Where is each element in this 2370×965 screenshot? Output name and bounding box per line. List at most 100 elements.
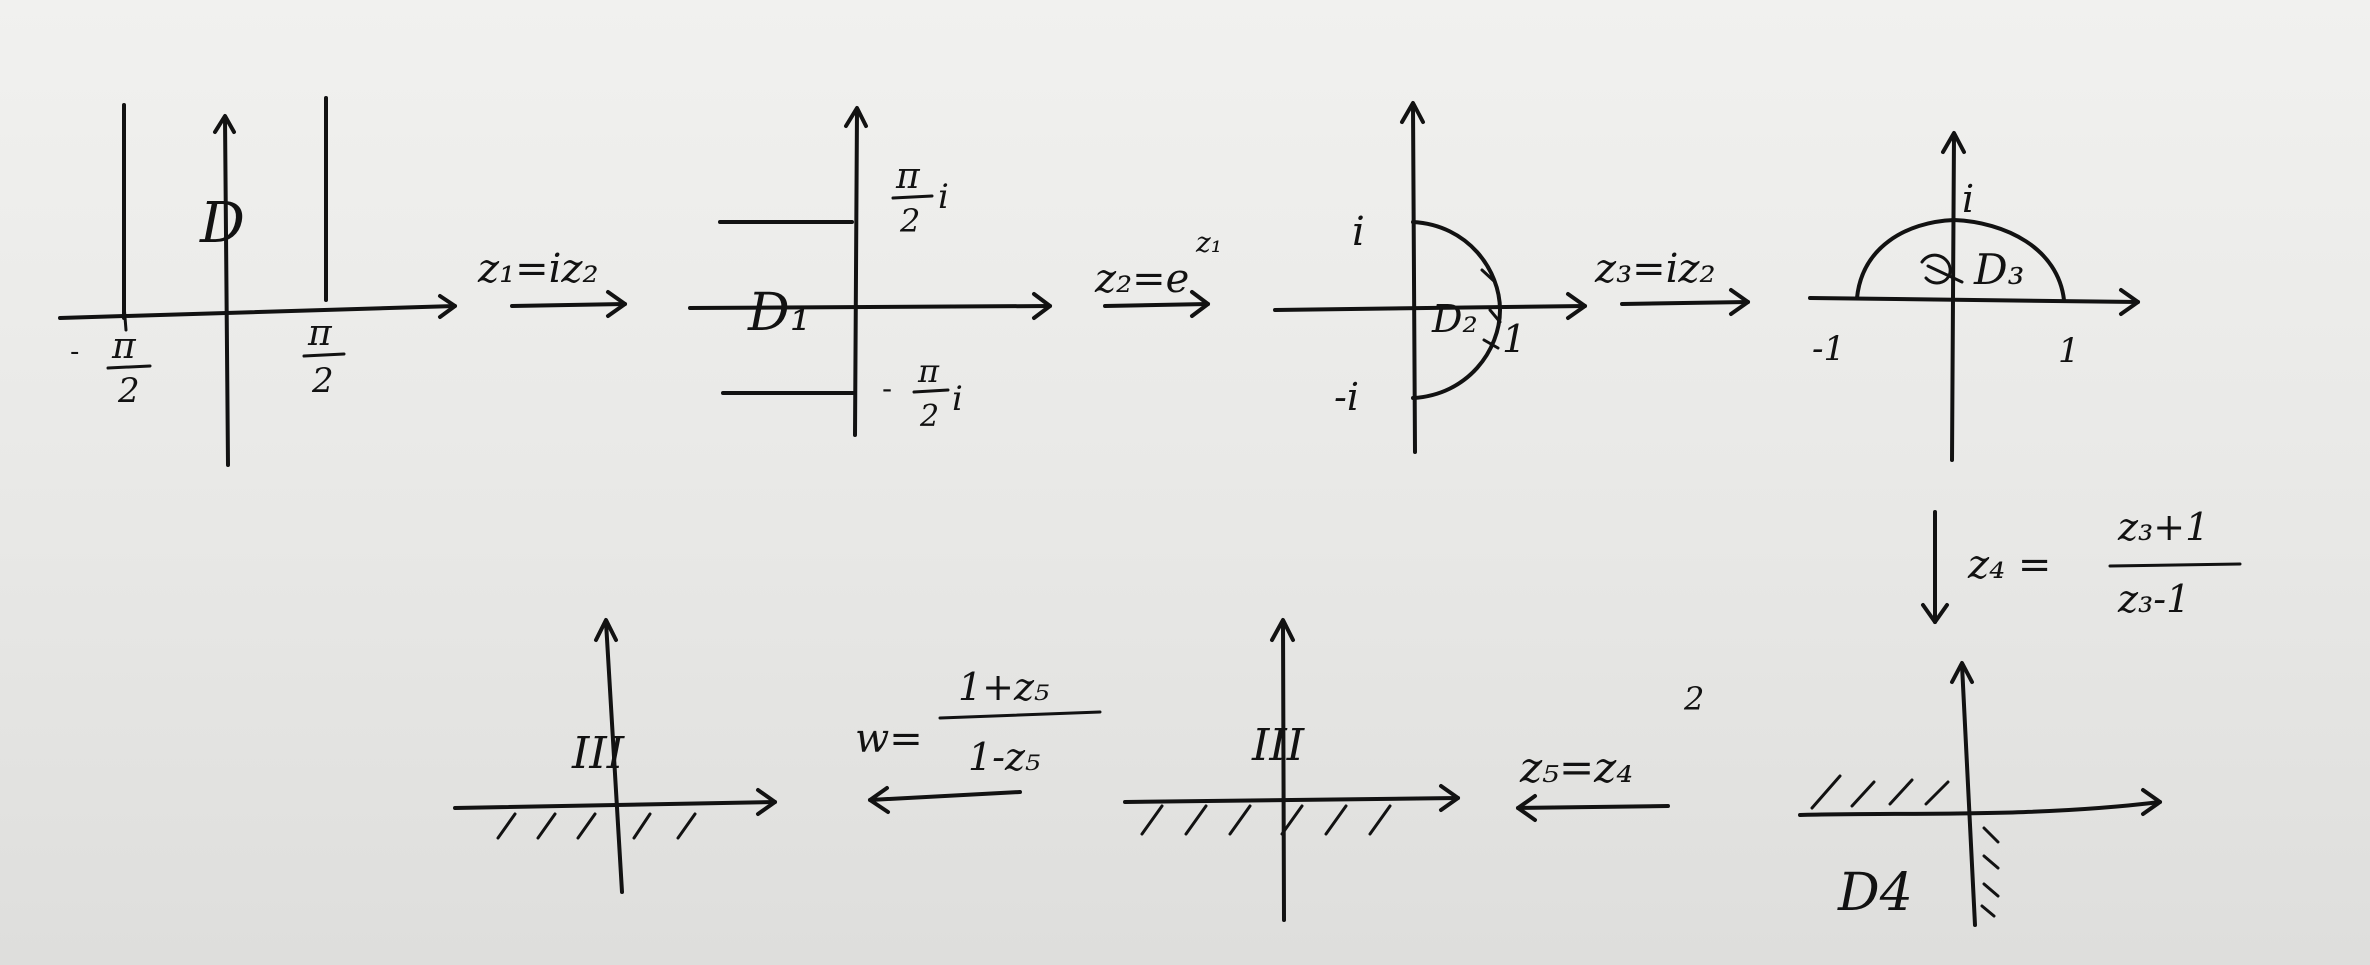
boundary-hatch xyxy=(1480,268,1502,350)
mapping-arrow-2: z₂=e z₁ xyxy=(1094,226,1222,318)
real-axis-arrowhead xyxy=(438,294,457,319)
real-axis-arrowhead xyxy=(1032,292,1052,320)
tick-neg-numerator: π xyxy=(111,326,137,367)
imag-axis-arrowhead xyxy=(844,106,868,128)
region-label-d2: D₂ xyxy=(1431,297,1478,341)
mapping-label-3: z₃=iz₂ xyxy=(1594,246,1716,292)
quadrant-label-iii: III xyxy=(571,728,626,779)
upper-label-denominator: 2 xyxy=(899,202,920,240)
lower-label-i: i xyxy=(952,379,963,419)
label-i: i xyxy=(1352,209,1365,255)
imag-axis-arrowhead xyxy=(594,618,618,642)
imag-axis-arrowhead xyxy=(1270,618,1295,642)
real-axis-arrowhead xyxy=(1439,784,1460,812)
label-minus-one: -1 xyxy=(1812,329,1845,369)
panel-horizontal-strip: D₁ π 2 i - π 2 i xyxy=(688,106,1052,437)
tick-pos-numerator: π xyxy=(307,313,333,354)
real-axis xyxy=(1808,296,2140,304)
arrow-head-6 xyxy=(868,786,890,814)
imag-axis xyxy=(223,116,230,467)
mapping-label-5: z₅=z₄ xyxy=(1519,743,1633,792)
real-axis-arrowhead xyxy=(2119,288,2140,316)
arrow-head-2 xyxy=(1190,290,1210,318)
lower-label-numerator: π xyxy=(917,352,940,390)
real-axis xyxy=(688,304,1052,310)
arrow-shaft-5 xyxy=(1516,804,1670,810)
label-minus-i: -i xyxy=(1334,375,1359,419)
real-axis xyxy=(58,304,457,320)
arrow-head-5 xyxy=(1516,794,1537,822)
mapping-arrow-5: z₅=z₄ 2 xyxy=(1516,680,1704,822)
panel-half-disk: i -i 1 D₂ xyxy=(1273,101,1587,454)
real-axis-arrowhead xyxy=(2141,788,2162,816)
region-label-d: D xyxy=(199,191,245,256)
lower-half-hatch xyxy=(1140,804,1392,836)
mapping-arrow-4: z₄ = z₃+1 z₃-1 xyxy=(1921,505,2242,624)
region-label-d3: D₃ xyxy=(1973,245,2025,294)
arrow-shaft-6 xyxy=(868,790,1022,802)
mapping-label-1: z₁=iz₂ xyxy=(477,246,599,292)
region-label-d1: D₁ xyxy=(747,283,811,343)
tick-pos-denominator: 2 xyxy=(311,361,334,401)
imag-axis-arrowhead xyxy=(1941,131,1966,154)
mapping-label-2-exponent: z₁ xyxy=(1195,226,1222,259)
real-axis-arrowhead xyxy=(756,788,777,816)
upper-label-numerator: π xyxy=(895,156,921,197)
imag-axis-arrowhead xyxy=(1400,101,1425,124)
tick-neg-fraction-bar xyxy=(106,364,152,370)
mapping-label-4-denominator: z₃-1 xyxy=(2117,577,2190,621)
panel-lower-half-plane-left: III xyxy=(453,618,777,894)
imag-axis xyxy=(853,108,859,437)
lower-label-denominator: 2 xyxy=(919,399,939,434)
tick-neg-sign: - xyxy=(70,337,79,367)
quadrant-label-iii: III xyxy=(1251,720,1306,771)
unit-semicircle xyxy=(1411,220,1502,400)
hatch-upper-left xyxy=(1810,774,1950,810)
upper-semicircle xyxy=(1855,218,2066,302)
panel-upper-half-disk: i -1 1 D₃ xyxy=(1808,131,2140,462)
arrow-head-4 xyxy=(1921,603,1949,624)
mapping-label-6-numerator: 1+z₅ xyxy=(958,665,1049,709)
label-one: 1 xyxy=(1502,317,1526,361)
tick-mark-left xyxy=(122,303,128,332)
arrow-head-3 xyxy=(1729,288,1750,316)
mapping-label-6-fraction-bar xyxy=(938,710,1102,720)
label-i: i xyxy=(1962,177,1974,221)
upper-label-fraction-bar xyxy=(891,194,934,200)
real-axis xyxy=(1273,304,1587,312)
imag-axis xyxy=(1960,663,1977,927)
mapping-label-4-fraction-bar xyxy=(2108,562,2242,568)
tick-pos-fraction-bar xyxy=(302,352,346,358)
panel-d4: D4 xyxy=(1798,661,2162,927)
mapping-arrow-3: z₃=iz₂ xyxy=(1594,246,1750,316)
mapping-label-4-lhs: z₄ = xyxy=(1967,542,2051,588)
mapping-label-6-lhs: w= xyxy=(855,716,923,762)
mapping-label-2: z₂=e xyxy=(1094,256,1189,302)
lower-half-hatch xyxy=(496,812,697,840)
mapping-label-6-denominator: 1-z₅ xyxy=(968,735,1040,779)
real-axis xyxy=(1123,796,1460,804)
mapping-arrow-1: z₁=iz₂ xyxy=(477,246,627,318)
panel-strip: D - π 2 π 2 xyxy=(58,96,457,467)
label-one: 1 xyxy=(2058,331,2080,371)
mapping-arrow-6: w= 1+z₅ 1-z₅ xyxy=(855,665,1102,814)
real-axis-arrowhead xyxy=(1566,292,1587,320)
hatch-lower-axis xyxy=(1980,826,2000,918)
lower-label-fraction-bar xyxy=(912,388,950,394)
lower-label-sign: - xyxy=(882,372,892,405)
region-label-d4: D4 xyxy=(1837,863,1913,923)
arrow-shaft-1 xyxy=(510,302,627,308)
panel-lower-half-plane-middle: III xyxy=(1123,618,1460,922)
imag-axis xyxy=(1281,620,1286,922)
imag-axis xyxy=(604,620,624,894)
arrow-shaft-3 xyxy=(1620,300,1750,306)
imag-axis-arrowhead xyxy=(213,114,236,134)
arrow-shaft-2 xyxy=(1103,302,1210,308)
upper-label-i: i xyxy=(938,177,949,217)
arrow-head-1 xyxy=(606,290,627,318)
tick-neg-denominator: 2 xyxy=(117,371,140,411)
scribble-mark xyxy=(1920,253,1964,285)
imag-axis-arrowhead xyxy=(1950,661,1974,684)
